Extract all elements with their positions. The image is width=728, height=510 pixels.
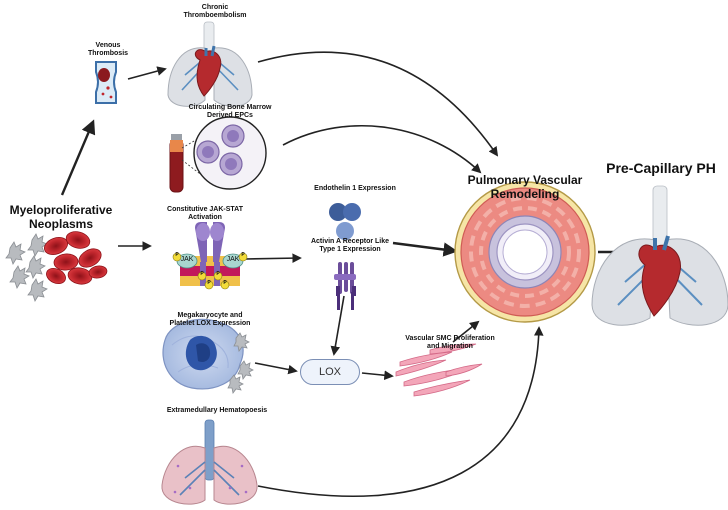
- label-jak-left: JAK: [180, 256, 194, 263]
- lungs-heart-icon-small: [167, 21, 253, 107]
- arrow-smc-to-remodel: [452, 320, 480, 343]
- venous-thrombosis-icon: [95, 61, 117, 104]
- arrow-mega-to-lox: [254, 362, 298, 375]
- arrow-lox-to-smc: [361, 370, 394, 381]
- neoplasm-cells-icon: [5, 231, 108, 302]
- label-phospho-2: P: [241, 252, 245, 258]
- label-endothelin: Endothelin 1 Expression: [314, 185, 396, 192]
- arrow-chronic-to-remodel: [257, 51, 499, 157]
- jak-stat-receptor-icon: [172, 222, 248, 290]
- epc-zoom-circle: [193, 116, 267, 190]
- label-phospho-5: P: [207, 280, 211, 286]
- label-phospho-1: P: [175, 252, 179, 258]
- label-pre-capillary-ph: Pre-Capillary PH: [606, 160, 716, 176]
- arrow-jak-to-activin: [244, 253, 302, 263]
- arrow-venous-to-chronic: [127, 66, 167, 80]
- lungs-icon-pink: [161, 419, 258, 505]
- label-phospho-6: P: [223, 280, 227, 286]
- vessel-cross-section-icon: [454, 181, 596, 323]
- arrow-neoplasm-to-venous: [60, 119, 96, 196]
- megakaryocyte-icon: [162, 318, 254, 394]
- arrow-endothelin-to-remodel: [392, 241, 458, 257]
- endothelin-molecule-icon: [329, 203, 361, 240]
- lox-node: LOX: [300, 359, 360, 385]
- arrow-extramed-to-remodel: [257, 326, 544, 498]
- activin-receptor-icon: [334, 262, 356, 310]
- label-phospho-4: P: [216, 271, 220, 277]
- smooth-muscle-cells-icon: [395, 343, 483, 397]
- arrow-activin-to-lox: [330, 295, 345, 356]
- arrow-epc-to-remodel: [282, 124, 482, 174]
- lungs-heart-icon-large: [591, 185, 728, 326]
- label-extramedullary: Extramedullary Hematopoesis: [166, 407, 268, 414]
- label-jak-right: JAK: [226, 256, 240, 263]
- label-phospho-3: P: [200, 271, 204, 277]
